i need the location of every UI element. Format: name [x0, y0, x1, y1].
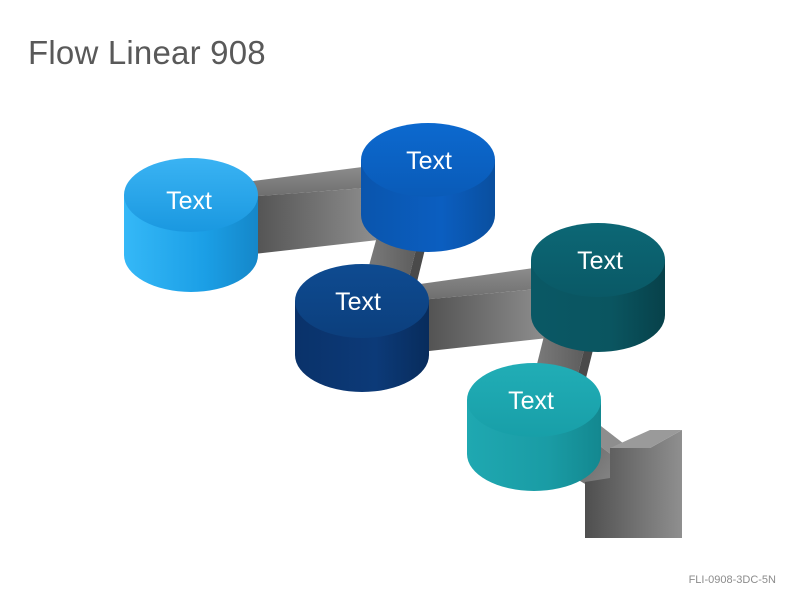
- node-3-label: Text: [335, 288, 381, 316]
- connector-1-2: [245, 165, 378, 255]
- slide-title: Flow Linear 908: [28, 34, 266, 71]
- node-2-label: Text: [406, 147, 452, 175]
- node-3: Text: [295, 264, 429, 392]
- node-4: Text: [531, 223, 665, 352]
- node-2: Text: [361, 123, 495, 252]
- slide-code: FLI-0908-3DC-5N: [688, 574, 776, 586]
- node-4-label: Text: [577, 247, 623, 275]
- connector-3-4: [420, 266, 548, 352]
- node-5: Text: [467, 363, 601, 491]
- node-1-label: Text: [166, 187, 212, 215]
- node-1: Text: [124, 158, 258, 292]
- node-5-label: Text: [508, 387, 554, 415]
